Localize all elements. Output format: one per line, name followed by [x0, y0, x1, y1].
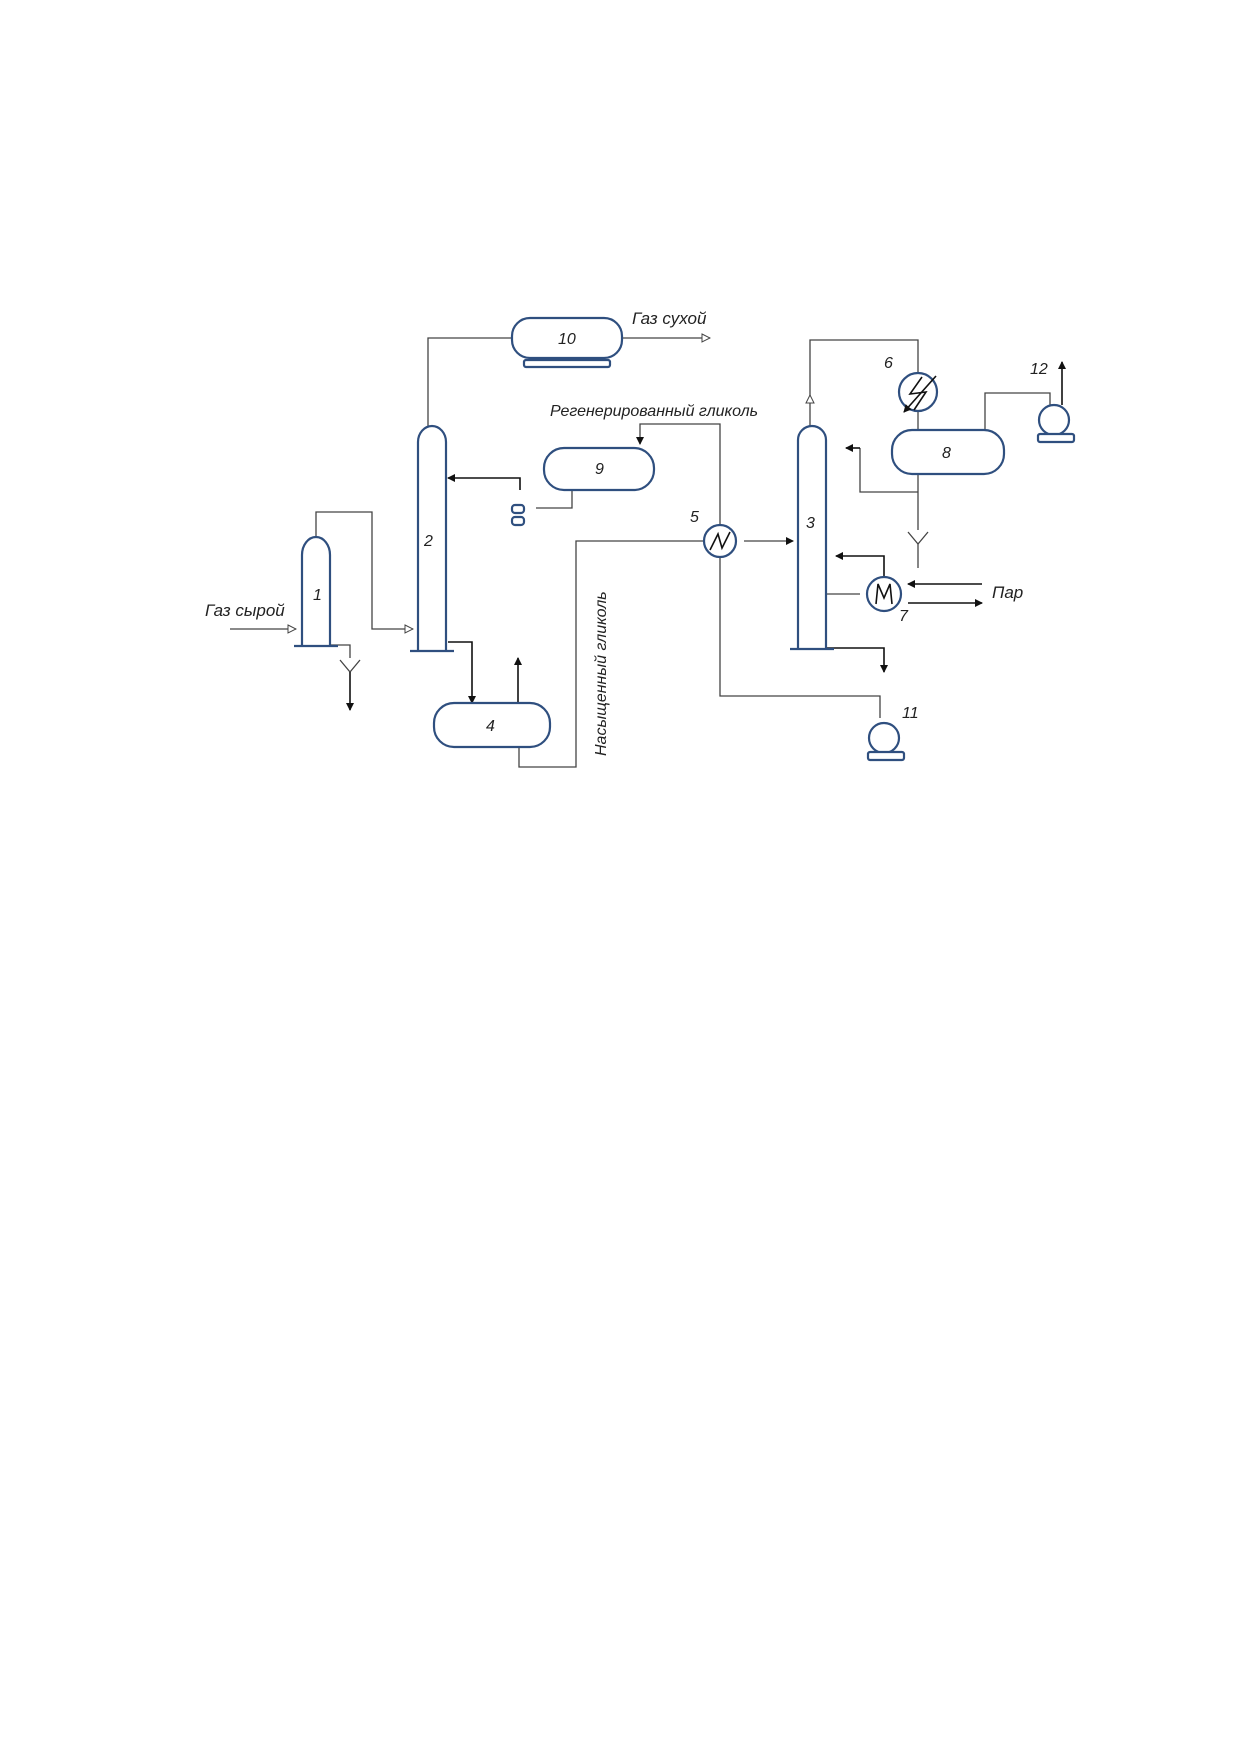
equipment-label-8: 8 — [942, 445, 951, 462]
equipment-label-10: 10 — [558, 331, 576, 348]
label-gas-raw: Газ сырой — [205, 601, 285, 620]
equipment-label-7: 7 — [899, 608, 909, 625]
reflux-drum-8: 8 — [890, 428, 1006, 476]
heat-exchanger-5: 5 — [690, 509, 738, 559]
equipment-label-5: 5 — [690, 509, 699, 526]
column-3: 3 — [790, 424, 834, 651]
equipment-label-6: 6 — [884, 355, 893, 372]
absorber-2: 2 — [410, 424, 454, 653]
label-gas-dry: Газ сухой — [632, 309, 707, 328]
pump-11: 11 — [866, 705, 919, 762]
reboiler-7: 7 — [865, 575, 909, 625]
tank-4: 4 — [432, 701, 552, 749]
equipment-label-3: 3 — [806, 515, 815, 532]
equipment-label-2: 2 — [423, 533, 433, 550]
pump-12: 12 — [1030, 361, 1076, 444]
label-steam: Пар — [992, 583, 1023, 602]
air-cooler-10: 10 — [510, 316, 624, 369]
piping — [230, 338, 1066, 768]
label-regenerated-glycol: Регенерированный гликоль — [550, 403, 758, 420]
label-saturated-glycol: Насыщенный гликоль — [593, 591, 610, 756]
equipment-label-9: 9 — [595, 461, 604, 478]
equipment-label-1: 1 — [313, 587, 322, 604]
equipment-label-12: 12 — [1030, 361, 1048, 378]
equipment-label-11: 11 — [902, 705, 919, 722]
separator-1: 1 — [294, 535, 338, 648]
glycol-pump-small — [510, 503, 526, 527]
glycol-tank-9: 9 — [542, 446, 656, 492]
equipment-label-4: 4 — [486, 718, 495, 735]
condenser-6: 6 — [884, 355, 939, 413]
